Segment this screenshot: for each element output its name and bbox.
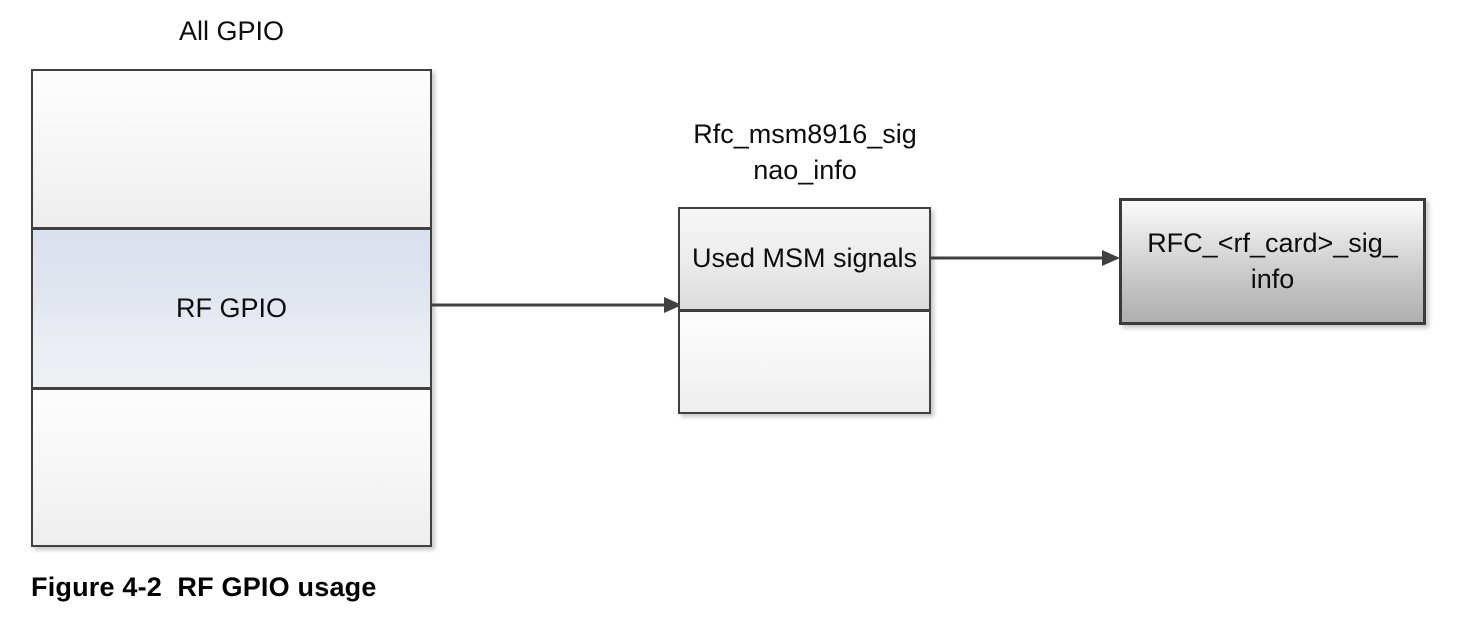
- rfc-card-sig-info-box[interactable]: RFC_<rf_card>_sig_ info: [1119, 198, 1426, 325]
- all-gpio-cell-rf-gpio[interactable]: RF GPIO: [31, 228, 432, 389]
- rfc-msm8916-signao-info-title: Rfc_msm8916_sig nao_info: [693, 119, 917, 186]
- figure-caption: Figure 4-2 RF GPIO usage: [31, 572, 377, 602]
- arrow-used-msm-signals-to-rfc-card-sig-info: [929, 250, 1120, 266]
- used-msm-signals-cell[interactable]: Used MSM signals: [678, 207, 931, 311]
- all-gpio-cell-top[interactable]: [31, 69, 432, 229]
- rfc-msm8916-cell-bottom[interactable]: [678, 310, 931, 414]
- all-gpio-title: All GPIO: [178, 16, 285, 46]
- all-gpio-cell-bottom[interactable]: [31, 388, 432, 547]
- all-gpio-stack: RF GPIO: [31, 69, 432, 547]
- rfc-msm8916-stack: Used MSM signals: [678, 207, 931, 414]
- arrow-rf-gpio-to-used-msm-signals: [430, 297, 682, 313]
- used-msm-signals-label: Used MSM signals: [691, 243, 918, 274]
- rf-gpio-label: RF GPIO: [175, 292, 287, 323]
- rfc-card-sig-info-label: RFC_<rf_card>_sig_ info: [1147, 228, 1398, 294]
